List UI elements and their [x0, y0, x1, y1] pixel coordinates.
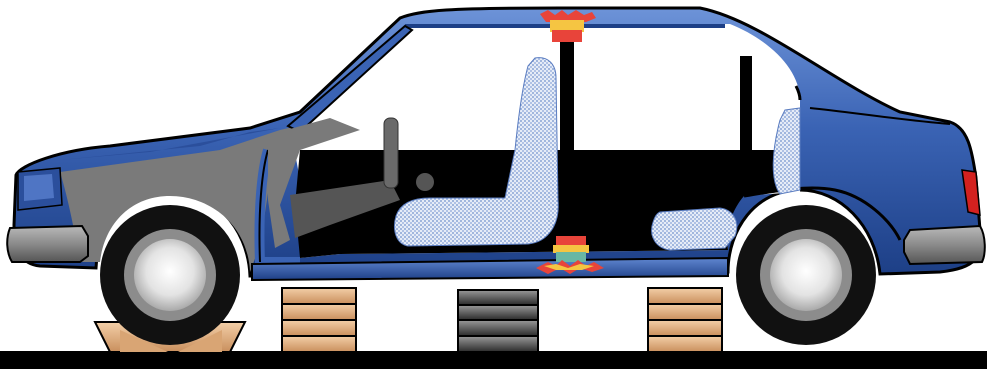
center-support-stack	[458, 290, 538, 352]
rear-support-stack	[648, 288, 722, 352]
front-wheel	[100, 205, 240, 345]
b-pillar	[560, 30, 574, 242]
ground-bar	[0, 351, 987, 369]
rear-wheel	[736, 205, 876, 345]
front-support-stack	[282, 288, 356, 352]
